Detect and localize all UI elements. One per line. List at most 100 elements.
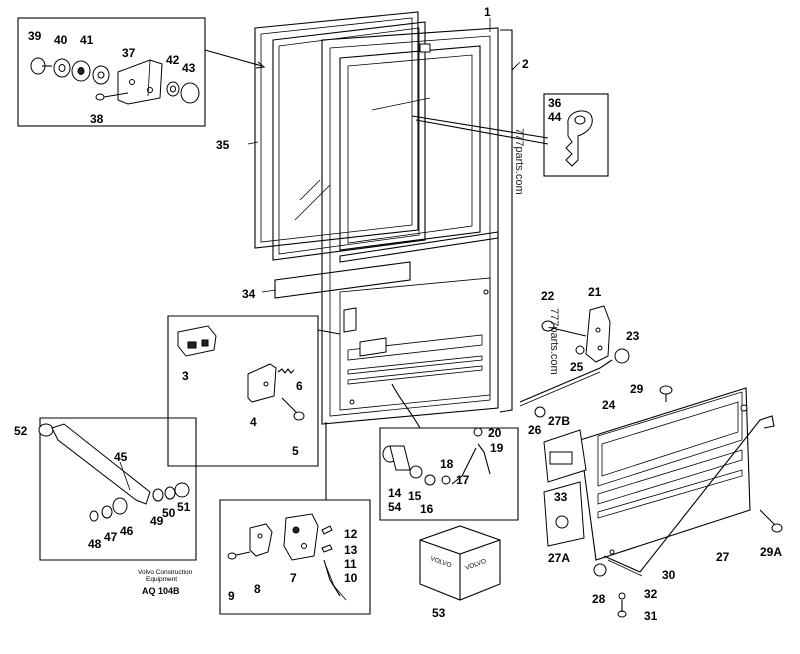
leader-lines [119,18,519,491]
label-7: 7 [290,571,297,585]
label-27a: 27A [548,551,570,565]
label-23: 23 [626,329,640,343]
part-43-cap [180,82,200,104]
box-logo-right: VOLVO [464,558,487,572]
part-19-rod [477,443,491,475]
part-52-knob [38,423,54,437]
label-17: 17 [456,473,470,487]
label-22: 22 [541,289,555,303]
part-39-screw [30,57,52,75]
label-4: 4 [250,415,257,429]
label-12: 12 [344,527,358,541]
caption-code: AQ 104B [142,586,180,596]
label-41: 41 [80,33,94,47]
part-30-support-rod [603,415,775,577]
watermark-middle: 777parts.com [548,308,560,375]
part-27a-bracket [543,481,585,547]
detail-box-handle-lock [379,383,519,521]
label-19: 19 [490,441,504,455]
label-21: 21 [588,285,602,299]
label-46: 46 [120,524,134,538]
label-3: 3 [182,369,189,383]
part-10-rod [325,565,347,601]
label-38: 38 [90,112,104,126]
part-9-screw [227,551,251,560]
watermark-top: 777parts.com [513,128,525,195]
label-10: 10 [344,571,358,585]
detail-box-key [543,93,609,177]
label-32: 32 [644,587,658,601]
part-23-nut [614,348,630,364]
part-7-lock-body [283,513,319,561]
label-14: 14 [388,486,402,500]
part-16-cam [424,474,436,486]
label-51: 51 [177,500,191,514]
part-3-hinge-block [177,325,217,357]
label-36: 36 [548,96,562,110]
detail-box-lock-plate [167,315,341,467]
label-50: 50 [162,506,176,520]
part-31-screw [617,600,627,618]
part-26-washer [534,406,546,418]
part-33-bushing [555,515,569,529]
part-13-clip [321,544,333,553]
label-29a: 29A [760,545,782,559]
part-14-lock-cylinder [382,445,411,471]
label-13: 13 [344,543,358,557]
part-21-latch-plate [585,305,611,363]
label-25: 25 [570,360,584,374]
part-42-nut [166,81,180,97]
label-1: 1 [484,5,491,19]
part-48-nut [89,510,99,522]
label-31: 31 [644,609,658,623]
part-28-knob [593,563,607,577]
label-8: 8 [254,582,261,596]
label-34: 34 [242,287,256,301]
part-1-door-frame [321,27,549,425]
detail-box-lock-mechanism [219,422,371,615]
detail-box-link-arm [38,417,197,561]
label-35: 35 [216,138,230,152]
part-35-glass-pane [254,11,419,249]
part-37-bracket [117,59,163,105]
caption-line-1: Volvo Construction [138,569,193,576]
label-53: 53 [432,606,446,620]
label-16: 16 [420,502,434,516]
part-49-washer [152,488,164,502]
label-33: 33 [554,490,568,504]
label-48: 48 [88,537,102,551]
part-24-rod [519,359,613,407]
label-29: 29 [630,382,644,396]
label-26: 26 [528,423,542,437]
label-27: 27 [716,550,730,564]
label-40: 40 [54,33,68,47]
part-50-washer [164,486,176,500]
part-8-latch [249,523,273,557]
part-20-clip [473,427,483,437]
part-18-washer [441,475,451,485]
label-42: 42 [166,53,180,67]
label-2: 2 [522,57,529,71]
label-47: 47 [104,530,118,544]
right-side-window-assembly [519,305,783,618]
label-6: 6 [296,379,303,393]
label-28: 28 [592,592,606,606]
label-9: 9 [228,589,235,603]
label-30: 30 [662,568,676,582]
part-22-screw [541,320,587,337]
label-39: 39 [28,29,42,43]
part-27b-bracket [543,429,587,483]
part-38-screw [95,92,129,101]
part-29a-screw [759,509,783,533]
leader-to-door [204,49,263,67]
label-11: 11 [344,557,357,571]
part-41-bushings [71,60,110,85]
part-27-sliding-window [579,387,751,561]
part-2-seal-strip [499,29,521,413]
part-47-washer [101,505,113,519]
part-6-spring [277,368,295,374]
label-44: 44 [548,110,562,124]
label-24: 24 [602,398,616,412]
label-52: 52 [14,424,28,438]
